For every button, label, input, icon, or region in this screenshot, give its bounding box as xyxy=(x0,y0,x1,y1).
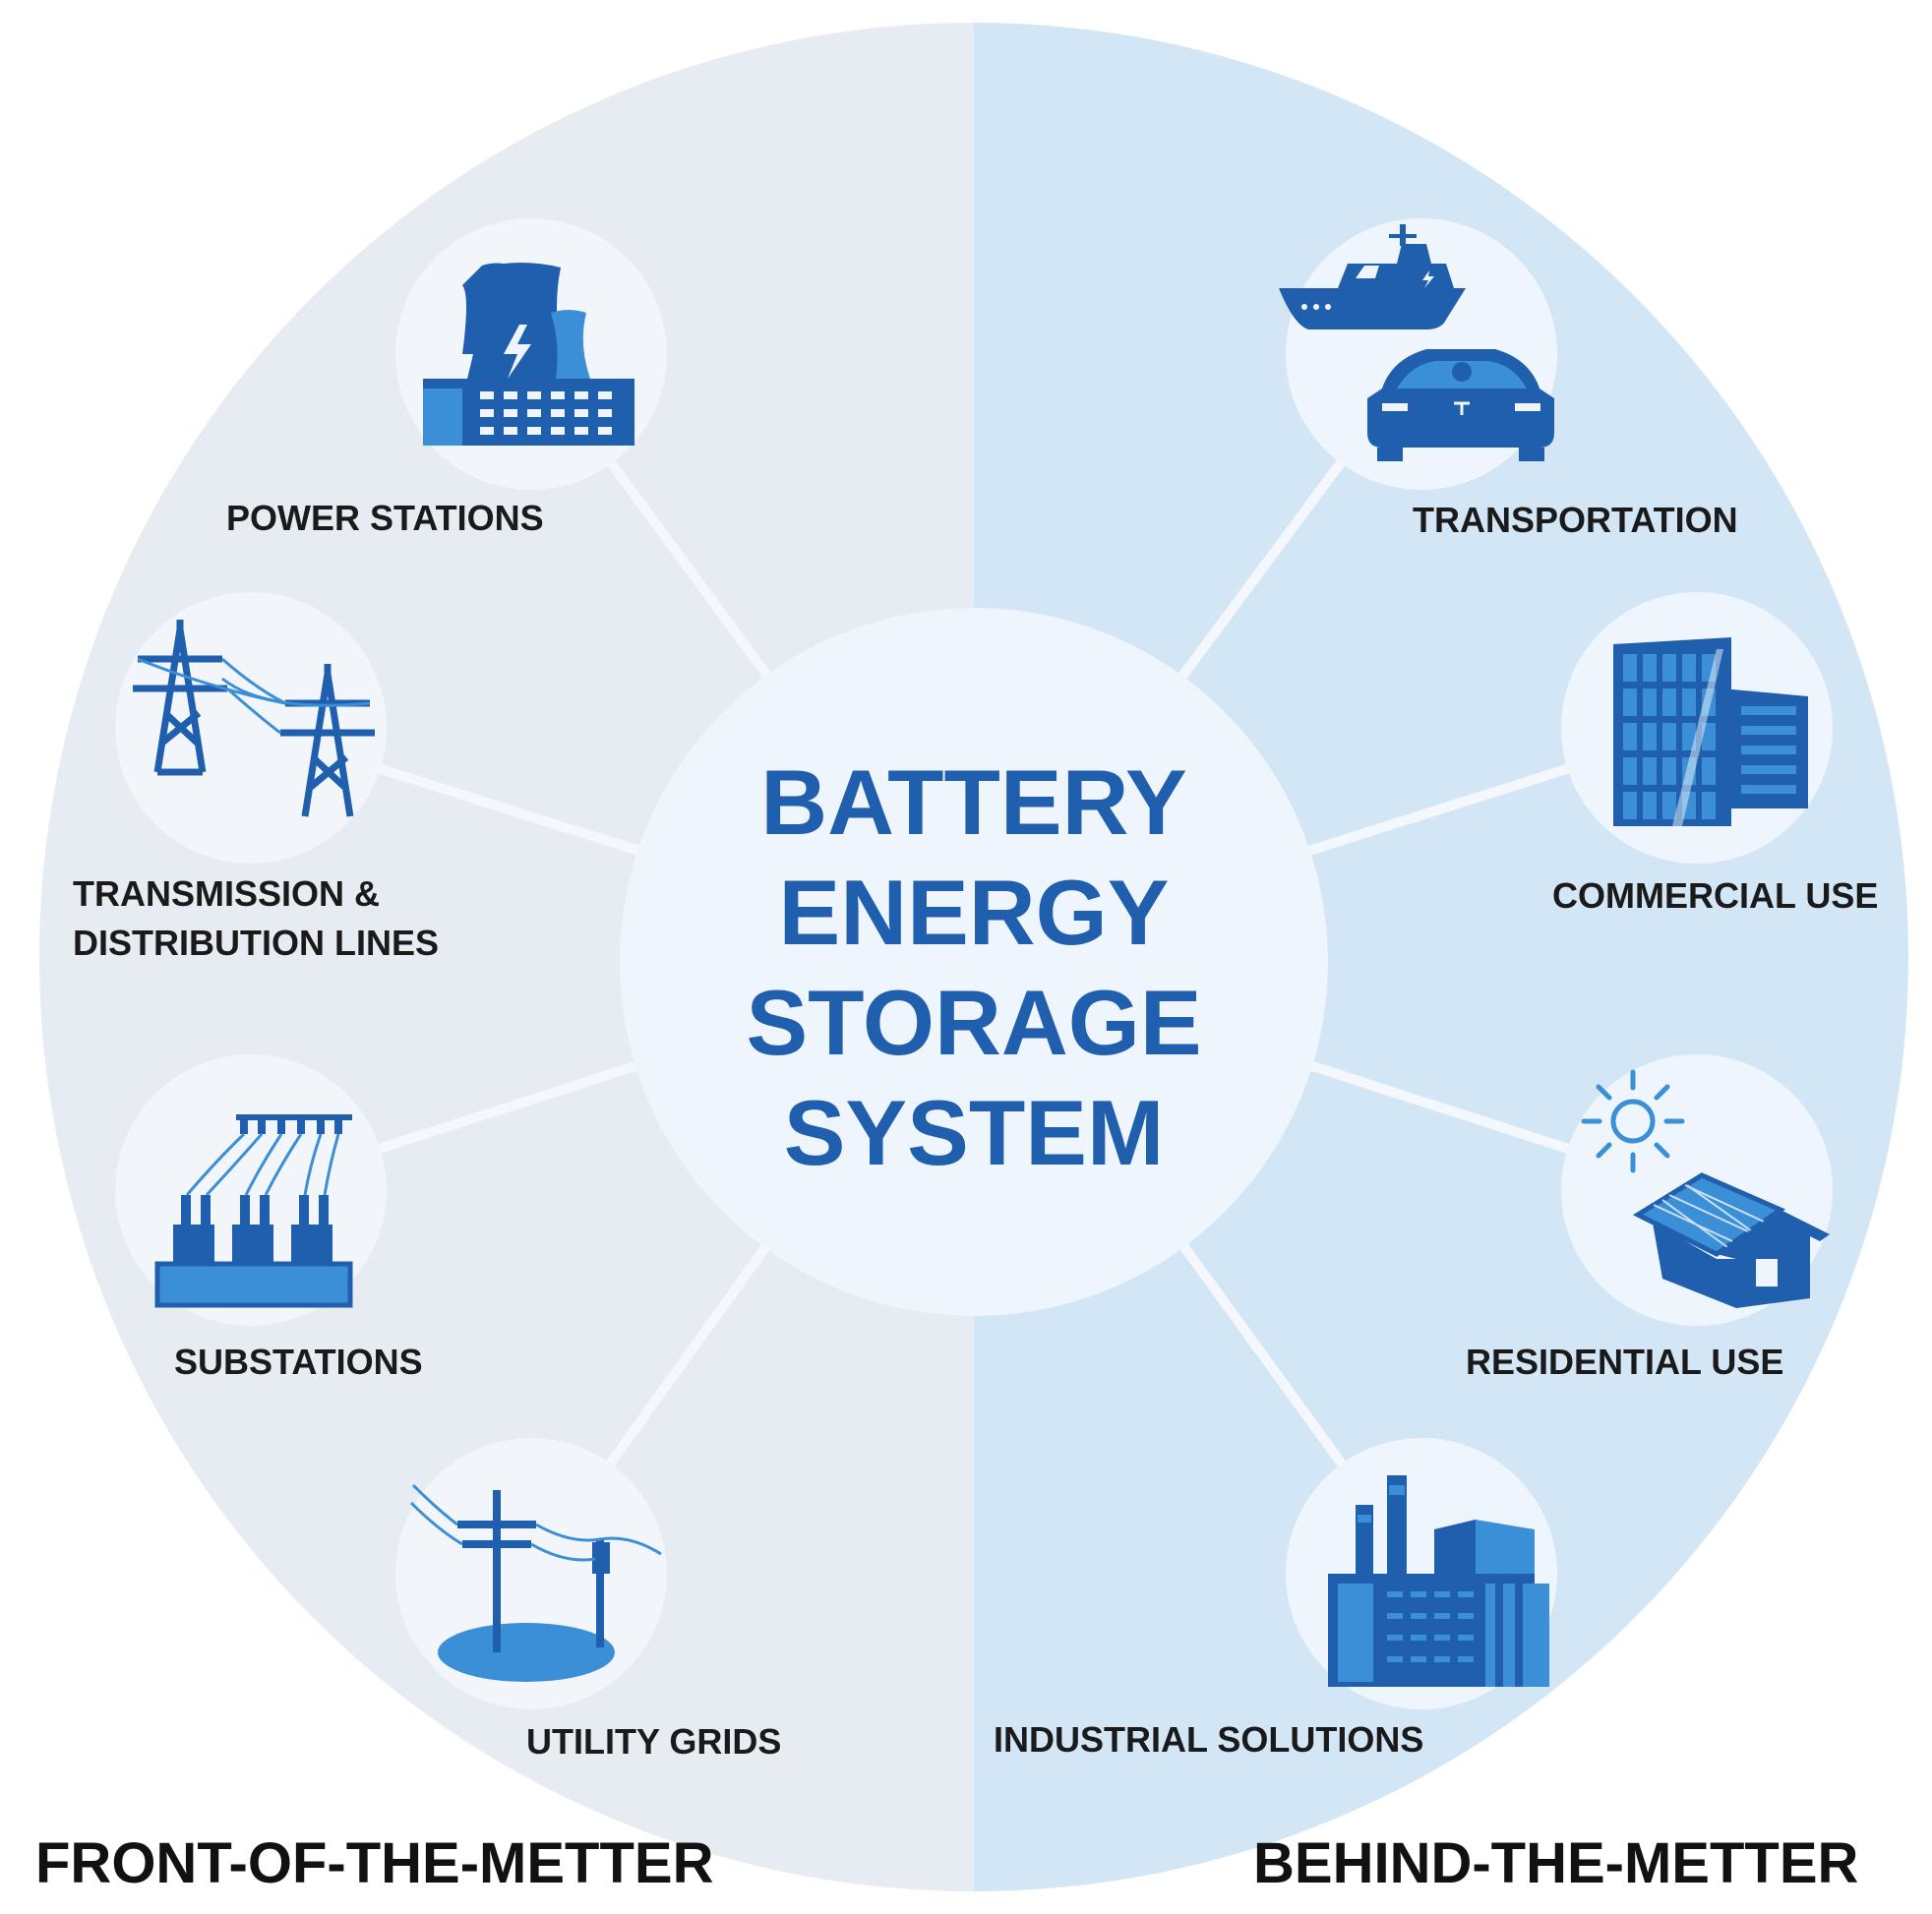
behind-the-meter-title: BEHIND-THE-METTER xyxy=(1253,1831,1859,1895)
center-title-line: SYSTEM xyxy=(783,1081,1165,1184)
behind-the-meter-half xyxy=(974,23,1908,1891)
label-line: SUBSTATIONS xyxy=(174,1342,423,1382)
hub-circle xyxy=(620,608,1328,1316)
front-of-the-meter-title: FRONT-OF-THE-METTER xyxy=(35,1831,714,1895)
ship-and-car-icon xyxy=(1279,224,1554,461)
label-line: COMMERCIAL USE xyxy=(1552,875,1879,916)
power-station-icon xyxy=(423,263,634,446)
label-commercial: COMMERCIAL USE xyxy=(1552,871,1878,921)
label-substations: SUBSTATIONS xyxy=(174,1338,423,1387)
front-of-meter-half xyxy=(39,23,974,1891)
transmission-tower-icon xyxy=(133,620,375,817)
label-residential: RESIDENTIAL USE xyxy=(1466,1338,1783,1387)
center-title-line: BATTERY xyxy=(760,750,1187,854)
utility-pole-icon xyxy=(409,1483,662,1682)
label-line: UTILITY GRIDS xyxy=(526,1721,782,1762)
center-title: BATTERY ENERGY STORAGE SYSTEM xyxy=(679,748,1269,1188)
label-line: RESIDENTIAL USE xyxy=(1466,1342,1784,1382)
node-transmission xyxy=(115,592,387,864)
center-title-line: STORAGE xyxy=(746,971,1202,1074)
label-power-stations: POWER STATIONS xyxy=(226,494,544,543)
center-title-line: ENERGY xyxy=(778,861,1170,964)
label-utility-grids: UTILITY GRIDS xyxy=(526,1717,781,1766)
outer-circle xyxy=(39,23,1908,1891)
label-line: TRANSPORTATION xyxy=(1413,500,1738,540)
label-line: POWER STATIONS xyxy=(226,498,544,538)
label-industrial: INDUSTRIAL SOLUTIONS xyxy=(994,1715,1423,1764)
substation-icon xyxy=(154,1114,353,1308)
office-building-icon xyxy=(1613,637,1808,826)
label-line: TRANSMISSION & xyxy=(73,873,381,914)
solar-house-icon xyxy=(1581,1069,1830,1308)
label-transmission: TRANSMISSION & DISTRIBUTION LINES xyxy=(73,869,439,968)
label-line: DISTRIBUTION LINES xyxy=(73,923,440,963)
label-transportation: TRANSPORTATION xyxy=(1413,496,1738,545)
factory-icon xyxy=(1328,1475,1549,1687)
label-line: INDUSTRIAL SOLUTIONS xyxy=(994,1719,1424,1760)
